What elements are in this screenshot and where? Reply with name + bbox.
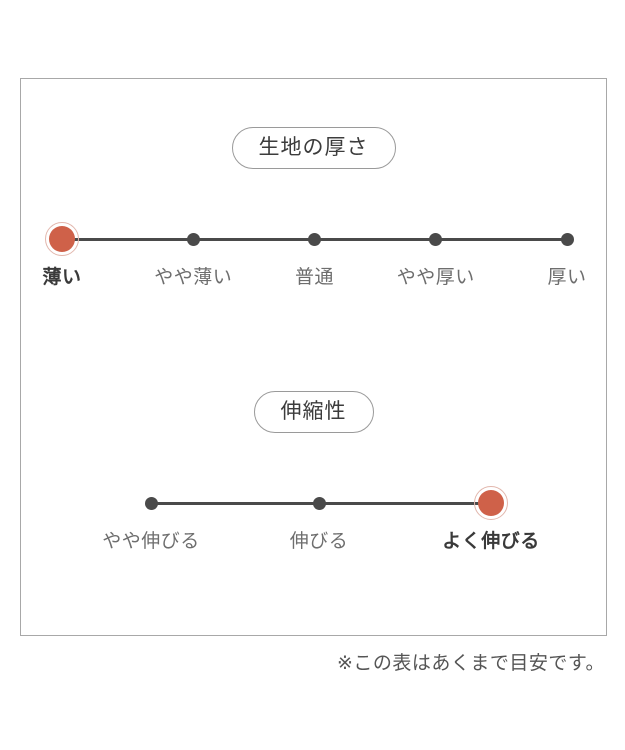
scale-label-stretch-0: やや伸びる — [102, 530, 200, 553]
scale-fabric-thickness: 薄い やや薄い 普通 やや厚い — [21, 207, 606, 303]
scale-dot-icon — [144, 496, 158, 510]
scale-label-thickness-0: 薄い — [42, 266, 82, 289]
section-title-stretchiness: 伸縮性 — [253, 391, 374, 434]
scale-label-thickness-1: やや薄い — [154, 266, 233, 289]
scale-marker-stretch-0 — [134, 486, 168, 520]
section-header-wrap-stretch: 伸縮性 — [21, 391, 606, 434]
spec-table-frame: 生地の厚さ 薄い やや薄い 普通 — [20, 78, 607, 636]
scale-label-thickness-4: 厚い — [547, 266, 587, 289]
scale-marker-thickness-4 — [550, 222, 584, 256]
section-header-wrap-thickness: 生地の厚さ — [21, 127, 606, 170]
scale-dot-icon — [560, 232, 574, 246]
scale-dot-icon — [308, 232, 321, 246]
scale-marker-stretch-1 — [302, 486, 336, 520]
scale-dot-icon — [186, 232, 200, 246]
selected-ring-icon — [474, 486, 508, 521]
section-title-fabric-thickness: 生地の厚さ — [231, 127, 396, 170]
scale-marker-thickness-0 — [45, 222, 79, 257]
scale-dot-icon — [312, 496, 326, 510]
section-fabric-thickness: 生地の厚さ 薄い やや薄い 普通 — [21, 127, 606, 303]
disclaimer-note: ※この表はあくまで目安です。 — [336, 652, 605, 674]
scale-marker-stretch-2 — [474, 486, 508, 521]
scale-stretchiness: やや伸びる 伸びる よく伸びる — [21, 471, 606, 567]
scale-dot-icon — [429, 232, 443, 246]
scale-marker-thickness-2 — [298, 222, 332, 256]
scale-label-stretch-2: よく伸びる — [442, 530, 540, 553]
scale-label-thickness-3: やや厚い — [396, 266, 475, 289]
section-stretchiness: 伸縮性 やや伸びる 伸びる よく伸びる — [21, 391, 606, 567]
scale-marker-thickness-3 — [419, 222, 453, 256]
selected-ring-icon — [45, 222, 79, 257]
scale-label-thickness-2: 普通 — [294, 266, 335, 289]
scale-label-stretch-1: 伸びる — [289, 530, 349, 553]
scale-marker-thickness-1 — [176, 222, 210, 256]
